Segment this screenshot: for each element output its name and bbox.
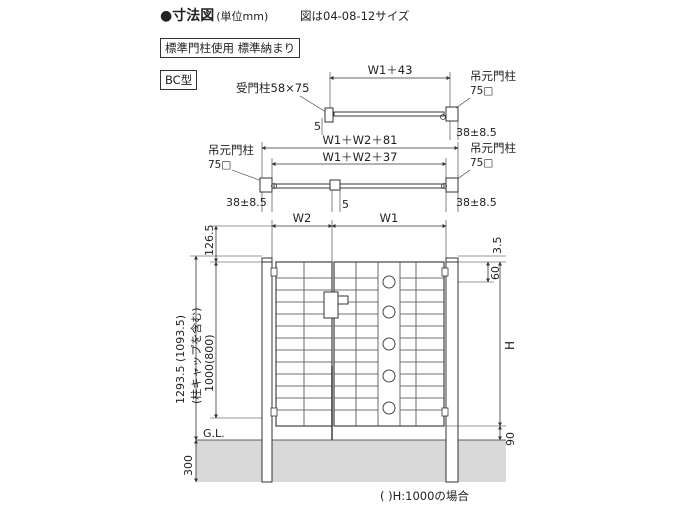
type-label-box: BC型 — [160, 70, 198, 90]
right-post — [445, 257, 459, 483]
elev-bottom-gap-label: 90 — [504, 432, 517, 446]
right-post-cap — [445, 257, 459, 263]
elev-w1-label: W1 — [380, 211, 399, 225]
size-note: 図は04-08-12サイズ — [300, 9, 410, 23]
ground-area — [196, 440, 506, 482]
top-gate-leaf — [333, 111, 445, 117]
spec-label-box: 標準門柱使用 標準納まり — [160, 38, 301, 58]
receive-post — [324, 107, 334, 123]
mid-leaf-left — [273, 183, 331, 189]
top-width-label: W1＋43 — [368, 63, 413, 77]
mid-hinge-left-size: 75□ — [208, 159, 231, 171]
mid-latch — [329, 179, 341, 191]
top-gap-label: 38±8.5 — [456, 126, 497, 139]
mid-right-post — [445, 177, 459, 193]
mid-plan-view: 吊元門柱 75□ 吊元門柱 75□ W1＋W2＋81 W1＋W2＋37 38±8… — [208, 133, 516, 212]
latch-handle — [323, 291, 339, 319]
mid-gap-left-label: 38±8.5 — [226, 196, 267, 209]
elev-top-clear-label: 126.5 — [203, 225, 216, 257]
ground-label: G.L. — [203, 427, 225, 440]
mid-width-outer-label: W1＋W2＋81 — [322, 133, 397, 147]
unit-note: (単位mm) — [216, 10, 269, 23]
left-post-cap — [261, 257, 273, 263]
decorative-circles — [382, 275, 396, 415]
mid-width-inner-label: W1＋W2＋37 — [322, 150, 397, 164]
elevation-view: G.L. W2 W1 — [174, 211, 517, 483]
title-text: 寸法図 — [172, 8, 215, 24]
receive-post-label: 受門柱58×75 — [236, 81, 309, 95]
mid-gap-right-label: 38±8.5 — [456, 196, 497, 209]
elev-top-offset-label: 3.5 — [491, 237, 504, 255]
elev-embed-label: 300 — [182, 455, 195, 476]
mid-hinge-left-label: 吊元門柱 — [208, 143, 254, 157]
left-post — [261, 257, 273, 483]
top-plan-view: W1＋43 受門柱58×75 5 38±8.5 吊元門柱 75□ — [236, 63, 516, 140]
elev-post-height-label: 1293.5 (1093.5) — [174, 315, 187, 404]
mid-left-post — [259, 177, 273, 193]
elev-w2-label: W2 — [293, 211, 312, 225]
left-leaf-slats — [276, 277, 332, 411]
elev-height-label: H — [503, 341, 517, 350]
top-hinge-post-size: 75□ — [470, 85, 493, 97]
elev-post-height-note: (柱キャップを含む) — [189, 307, 203, 404]
elev-door-height-label: 1000(800) — [203, 334, 216, 392]
page-title: ●寸法図(単位mm) — [160, 5, 268, 25]
top-hinge-post — [445, 106, 459, 122]
mid-offset-label: 5 — [342, 198, 349, 211]
footnote: ( )H:1000の場合 — [380, 489, 469, 503]
bullet-mark: ● — [160, 8, 173, 24]
right-leaf-slats — [334, 277, 444, 411]
top-offset-label: 5 — [314, 120, 321, 133]
mid-hinge-right-size: 75□ — [470, 157, 493, 169]
mid-leaf-right — [339, 183, 445, 189]
top-hinge-post-label: 吊元門柱 — [470, 69, 516, 83]
mid-hinge-right-label: 吊元門柱 — [470, 141, 516, 155]
